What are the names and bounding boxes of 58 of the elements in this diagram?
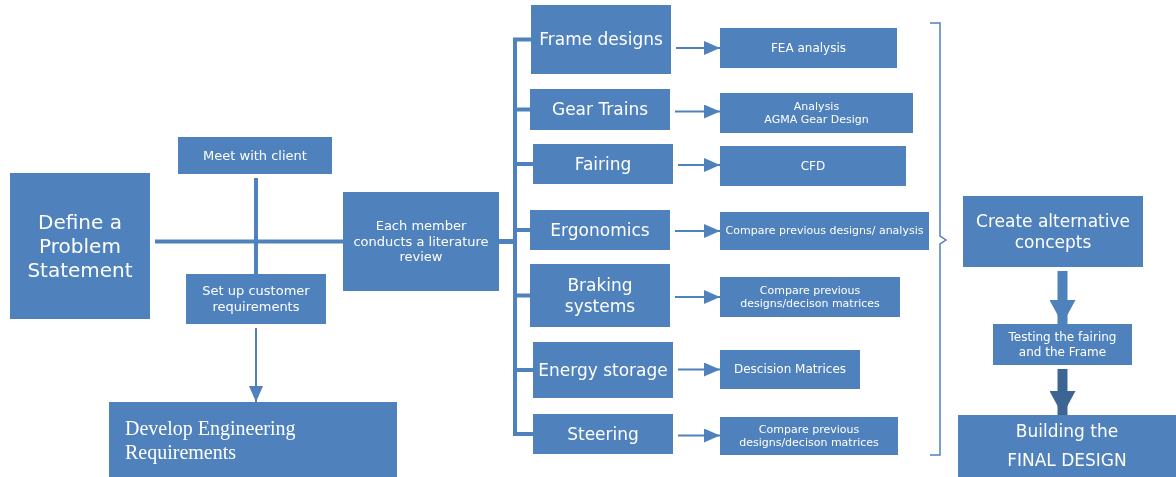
box-label: CFD xyxy=(800,158,826,174)
process-box xyxy=(530,89,670,130)
arrow xyxy=(674,104,721,119)
process-box xyxy=(720,212,929,250)
arrow xyxy=(675,41,721,55)
box-label: Create alternative concepts xyxy=(975,211,1131,252)
arrow xyxy=(677,158,721,172)
box-label: Compare previous designs/decison matrices xyxy=(739,283,881,311)
process-box xyxy=(720,93,913,133)
process-box xyxy=(531,5,671,74)
box-label: Braking systems xyxy=(563,275,637,316)
box-label: Building the xyxy=(1015,421,1119,442)
box-label: FEA analysis xyxy=(770,40,847,56)
process-box xyxy=(533,414,673,454)
box-label: Fairing xyxy=(574,153,632,175)
connector-line xyxy=(155,239,343,244)
box-label: FINAL DESIGN xyxy=(1007,450,1127,471)
arrow xyxy=(1049,271,1076,324)
process-box xyxy=(720,417,898,455)
process-box xyxy=(186,274,326,324)
arrow xyxy=(677,428,721,443)
box-label: Steering xyxy=(567,423,639,445)
process-box xyxy=(533,342,673,398)
box-label: Energy storage xyxy=(538,359,668,381)
box-label: Gear Trains xyxy=(551,99,649,120)
box-label: Meet with client xyxy=(203,147,307,164)
arrow xyxy=(674,224,721,238)
arrow xyxy=(249,327,263,403)
connector-line xyxy=(254,178,258,274)
process-box xyxy=(343,192,499,291)
box-label: Develop Engineering Requirements xyxy=(125,415,297,464)
process-box xyxy=(178,137,332,174)
process-box xyxy=(720,28,897,68)
process-box xyxy=(530,264,670,327)
arrow xyxy=(674,290,721,304)
box-label: Ergonomics xyxy=(550,219,650,241)
box-label: Set up customer requirements xyxy=(201,283,311,315)
process-box xyxy=(963,196,1143,267)
process-box xyxy=(109,402,397,477)
process-box xyxy=(533,144,673,184)
process-box xyxy=(720,146,906,186)
box-label: AGMA Gear Design xyxy=(764,113,869,127)
process-box xyxy=(720,277,900,317)
box-label: Testing the fairing and the Frame xyxy=(1007,330,1118,359)
box-label: Descision Matrices xyxy=(733,362,847,377)
arrow xyxy=(1049,369,1076,415)
box-label: Define a Problem Statement xyxy=(26,210,134,282)
process-box xyxy=(993,324,1132,365)
box-label: Frame designs xyxy=(539,29,663,50)
process-box xyxy=(720,350,860,389)
process-box xyxy=(530,210,670,250)
arrow xyxy=(677,362,721,377)
process-box xyxy=(10,173,150,319)
box-label: Compare previous designs/decison matrices xyxy=(738,422,880,450)
box-label: Analysis xyxy=(793,99,840,113)
box-label: Compare previous designs/ analysis xyxy=(725,224,924,238)
process-box xyxy=(958,415,1176,477)
box-label: Each member conducts a literature review xyxy=(352,218,490,265)
